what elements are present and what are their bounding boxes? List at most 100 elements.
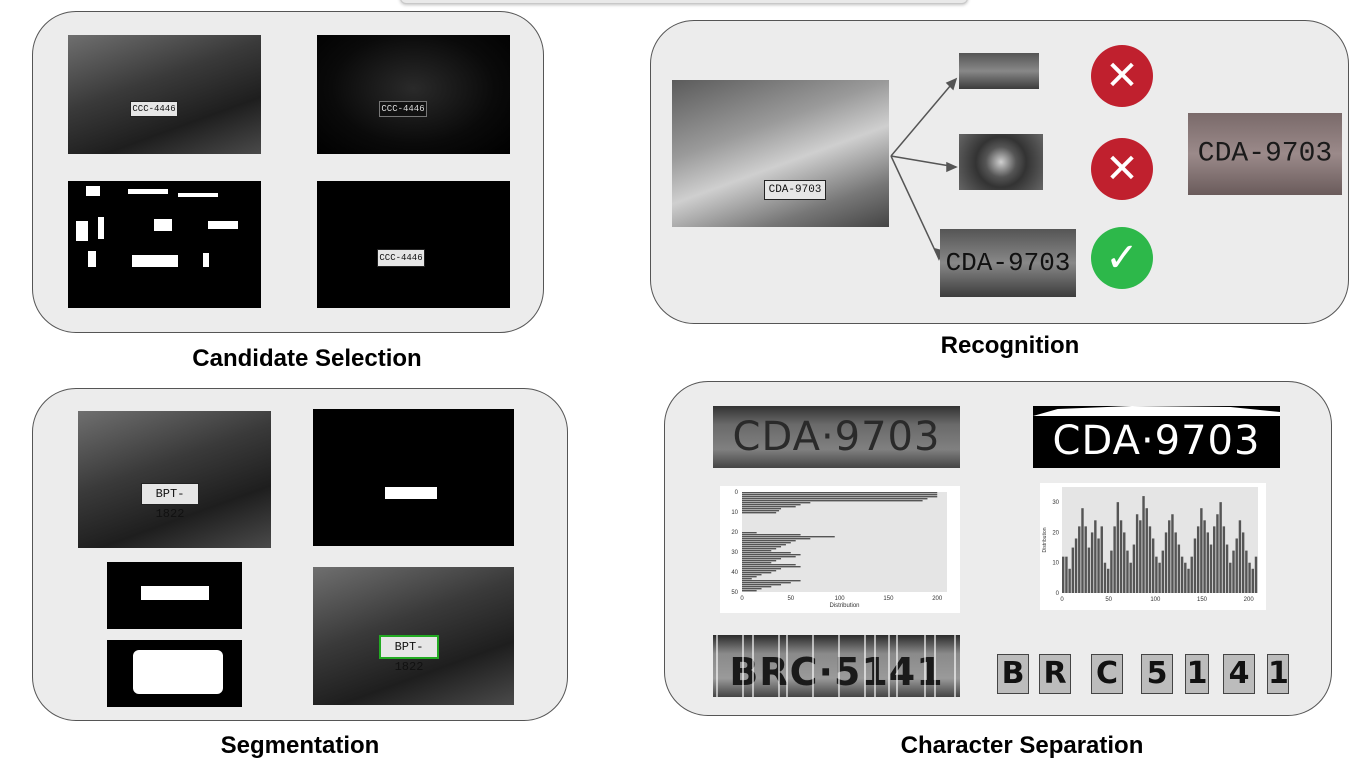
- bar: [742, 578, 752, 580]
- x-tick-label: 150: [883, 596, 894, 602]
- separated-char-4: 5: [1141, 654, 1173, 694]
- bar: [742, 554, 801, 556]
- bar: [1094, 520, 1097, 593]
- x-tick-label: 150: [1197, 597, 1208, 603]
- segmentation-result-plate: BPT-1822: [379, 635, 439, 674]
- bar: [742, 500, 923, 502]
- window-top-bar: [400, 0, 968, 4]
- bar: [1068, 568, 1071, 593]
- recognition-car-plate: CDA-9703: [764, 180, 826, 200]
- bar: [742, 568, 782, 570]
- y-tick-label: 40: [731, 570, 738, 576]
- bar: [1078, 526, 1081, 593]
- x-tick-label: 50: [787, 596, 794, 602]
- reject-icon: ✕: [1091, 138, 1153, 200]
- y-tick-label: 20: [1052, 530, 1059, 536]
- segmentation-caption: Segmentation: [220, 732, 380, 759]
- bar: [742, 510, 780, 512]
- bar: [1135, 514, 1139, 593]
- bar: [742, 504, 801, 506]
- y-tick-label: 10: [731, 510, 738, 516]
- y-axis-label: Distribution: [1042, 527, 1048, 552]
- bar: [1129, 562, 1132, 593]
- bar: [742, 502, 811, 504]
- bar: [1193, 538, 1197, 593]
- candidate-crop-3: CDA-9703: [940, 229, 1076, 297]
- x-tick-label: 200: [1244, 597, 1255, 603]
- y-tick-label: 30: [731, 550, 738, 556]
- car-grayscale-image: CCC-4446: [68, 35, 261, 154]
- bar: [1232, 550, 1235, 593]
- bar: [1155, 556, 1158, 593]
- bar: [1235, 538, 1238, 593]
- segmentation-car-plate: BPT-1822: [141, 483, 199, 521]
- character-separation-caption: Character Separation: [900, 732, 1144, 759]
- reject-icon: ✕: [1091, 45, 1153, 107]
- bar: [1219, 502, 1222, 593]
- candidate-plate-image: CCC-4446: [317, 181, 510, 308]
- bar: [1229, 562, 1232, 593]
- bar: [742, 572, 772, 574]
- bar: [1071, 547, 1075, 593]
- bar: [742, 538, 811, 540]
- bar: [742, 576, 757, 578]
- plate-grayscale-image: CDA·9703: [713, 406, 960, 468]
- y-tick-label: 50: [731, 590, 738, 596]
- segmentation-mask-filled: [107, 640, 242, 707]
- bar: [742, 544, 786, 546]
- bar: [1168, 520, 1171, 593]
- bar: [742, 498, 928, 500]
- bar: [742, 532, 757, 534]
- recognition-caption: Recognition: [940, 332, 1080, 359]
- bar: [742, 556, 796, 558]
- bar: [742, 558, 782, 560]
- bar: [1119, 520, 1123, 593]
- y-tick-label: 30: [1052, 500, 1059, 506]
- plate-split-image: BRC·5141: [713, 635, 960, 697]
- bar: [742, 534, 801, 536]
- y-tick-label: 0: [735, 490, 739, 496]
- bar: [1196, 526, 1200, 593]
- bar: [1065, 556, 1068, 593]
- bar: [1190, 556, 1193, 593]
- candidate-crop-3-text: CDA-9703: [945, 248, 1071, 278]
- bar: [742, 508, 782, 510]
- bar: [1151, 538, 1155, 593]
- candidate-crop-2: [959, 134, 1043, 190]
- bar: [742, 512, 777, 514]
- x-tick-label: 100: [1150, 597, 1161, 603]
- bar: [1245, 550, 1248, 593]
- candidate-crop-1: [959, 53, 1039, 89]
- bar: [742, 506, 796, 508]
- bar: [1222, 526, 1226, 593]
- bar: [1213, 526, 1216, 593]
- bar: [1113, 526, 1116, 593]
- bar: [1142, 496, 1145, 593]
- bar: [1203, 520, 1206, 593]
- bar: [742, 536, 835, 538]
- bar: [1106, 568, 1110, 593]
- separated-char-7: 1: [1267, 654, 1289, 694]
- bar: [1251, 568, 1254, 593]
- separated-char-6: 4: [1223, 654, 1255, 694]
- bar: [742, 586, 772, 588]
- car-plate: CCC-4446: [130, 101, 178, 117]
- segmentation-panel: BPT-1822 BPT-1822: [32, 388, 568, 721]
- separated-char-5: 1: [1185, 654, 1209, 694]
- bar: [742, 564, 796, 566]
- bar: [1103, 562, 1107, 593]
- recognition-panel: CDA-9703 CDA-9703 ✕ ✕ ✓ CDA-9703: [650, 20, 1349, 324]
- bar: [1123, 532, 1126, 593]
- plate-binary-text: CDA·9703: [1052, 417, 1261, 464]
- segmentation-result-image: BPT-1822: [313, 567, 514, 705]
- rectified-plate-text: CDA-9703: [1197, 138, 1333, 170]
- bar: [742, 542, 791, 544]
- bar: [1174, 532, 1177, 593]
- bar: [1110, 550, 1113, 593]
- bar: [742, 548, 777, 550]
- x-tick-label: 0: [1060, 597, 1064, 603]
